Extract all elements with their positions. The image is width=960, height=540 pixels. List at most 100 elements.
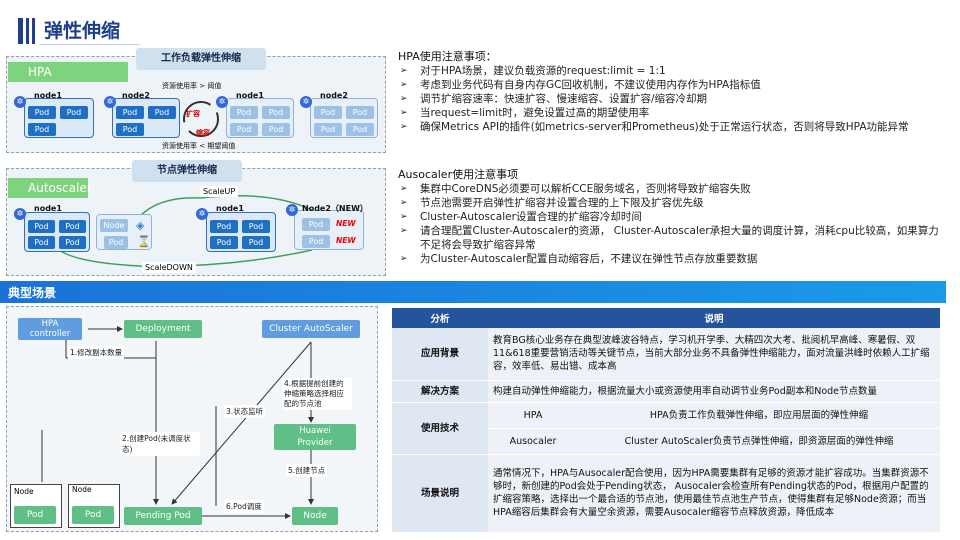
shrink-label: 缩容 (196, 129, 210, 137)
huawei-provider-box: Huawei Provider (274, 424, 356, 450)
node-label: Node (72, 485, 92, 494)
hpa-notes: HPA使用注意事项： 对于HPA场景，建议负载资源的request:limit … (398, 50, 948, 134)
tech-name: HPA (488, 402, 578, 429)
hpa-diagram-label: 工作负载弹性伸缩 (136, 48, 266, 70)
scaling-cycle-icon (183, 101, 219, 137)
below-threshold-label: 资源使用率 < 期望阈值 (162, 142, 236, 150)
pod: Pod (59, 236, 86, 249)
hpa-note-item: 当request=limit时，避免设置过高的期望使用率 (398, 106, 948, 120)
new-badge: NEW (336, 236, 356, 245)
autoscaler-note-item: 集群中CoreDNS必须要可以解析CCE服务域名，否则将导致扩缩容失败 (398, 182, 948, 196)
tech-desc: HPA负责工作负载弹性伸缩，即应用层面的弹性伸缩 (578, 402, 940, 429)
pod: Pod (210, 220, 238, 233)
hpa-controller-box: HPA controller (18, 318, 82, 340)
pod: Pod (242, 220, 270, 233)
hpa-note-item: 调节扩缩容速率：快速扩容、慢速缩容、设置扩容/缩容冷却期 (398, 92, 948, 106)
expand-label: 扩容 (186, 110, 200, 118)
node-label: node1 (34, 204, 62, 213)
step-label: 3.状态监听 (224, 405, 266, 418)
page-title: 弹性伸缩 (44, 20, 121, 42)
pending-pod-box: Pending Pod (124, 507, 202, 525)
cluster-autoscaler-box: Cluster AutoScaler (262, 320, 360, 338)
pod: Pod (28, 236, 55, 249)
pod: Pod (148, 106, 176, 119)
pod: Pod (230, 123, 258, 136)
pod: Pod (60, 106, 88, 119)
pod: Pod (28, 123, 56, 136)
title-bar-accent (32, 18, 35, 44)
hpa-tag: HPA (8, 62, 128, 82)
pod: Pod (346, 123, 374, 136)
title-bar-accent (18, 18, 23, 44)
pod: Pod (59, 220, 86, 233)
pod: Pod (116, 106, 144, 119)
above-threshold-label: 资源使用率 > 阈值 (162, 82, 222, 90)
pod: Pod (262, 106, 290, 119)
step-label: 2.创建Pod(未调度状态) (120, 432, 200, 456)
node-label: node2 (122, 91, 150, 100)
autoscaler-notes-title: Ausocaler使用注意事项 (398, 168, 519, 181)
autoscaler-note-item: 请合理配置Cluster-Autoscaler的资源， Cluster-Auto… (398, 224, 948, 252)
hpa-notes-title: HPA使用注意事项： (398, 50, 497, 63)
pod-box: Pod (72, 506, 114, 524)
step-label: 5.创建节点 (286, 464, 328, 477)
autoscaler-diagram-label: 节点弹性伸缩 (132, 160, 242, 182)
hpa-note-item: 考虑到业务代码有自身内存GC回收机制，不建议使用内存作为HPA指标值 (398, 78, 948, 92)
step-label: 4.根据提前创建的伸缩策略选择相应配的节点池 (282, 378, 352, 410)
pod: Pod (302, 218, 330, 231)
node-box: Node (292, 507, 338, 525)
autoscaler-tag: Autoscaler (8, 178, 92, 198)
title-underline (40, 44, 140, 45)
row-label: 使用技术 (392, 402, 488, 455)
node-label: node2 (320, 91, 348, 100)
pod: Pod (302, 235, 330, 248)
pod-box: Pod (14, 506, 56, 524)
node-label: Node2（NEW） (302, 204, 368, 213)
pod: Pod (210, 236, 238, 249)
analysis-table: 分析 说明 应用背景 教育BG核心业务存在典型波峰波谷特点，学习机开学季、大精四… (392, 308, 940, 533)
kubernetes-icon: ✲ (300, 96, 312, 108)
pod: Pod (104, 236, 128, 249)
pod: Pod (314, 106, 342, 119)
new-badge: NEW (336, 219, 356, 228)
kubernetes-icon: ✲ (14, 208, 26, 220)
tech-desc: Cluster AutoScaler负责节点弹性伸缩，即资源层面的弹性伸缩 (578, 428, 940, 455)
autoscaler-note-item: 节点池需要开启弹性扩缩容并设置合理的上下限及扩容优先级 (398, 196, 948, 210)
pod-icon: ◈ (136, 219, 145, 232)
autoscaler-notes: Ausocaler使用注意事项 集群中CoreDNS必须要可以解析CCE服务域名… (398, 168, 948, 266)
kubernetes-icon: ✲ (104, 96, 116, 108)
node-placeholder: Node (100, 219, 128, 232)
step-label: 6.Pod调度 (224, 500, 264, 513)
pod: Pod (314, 123, 342, 136)
kubernetes-icon: ✲ (286, 204, 298, 216)
row-content: 构建自动弹性伸缩能力，根据流量大小或资源使用率自动调节业务Pod副本和Node节… (488, 380, 940, 403)
column-header: 说明 (488, 308, 940, 328)
row-label: 应用背景 (392, 328, 488, 381)
autoscaler-note-item: Cluster-Autoscaler设置合理的扩缩容冷却时间 (398, 210, 948, 224)
pod: Pod (28, 220, 55, 233)
row-content: 通常情况下，HPA与Ausocaler配合使用，因为HPA需要集群有足够的资源才… (488, 454, 940, 533)
row-label: 场景说明 (392, 454, 488, 533)
pod: Pod (242, 236, 270, 249)
column-header: 分析 (392, 308, 488, 328)
scale-up-label: ScaleUP (200, 186, 239, 197)
deployment-box: Deployment (124, 320, 202, 338)
node-label: node1 (34, 91, 62, 100)
node-label: node1 (236, 91, 264, 100)
step-label: 1.修改副本数量 (68, 346, 125, 359)
hpa-note-item: 确保Metrics API的插件(如metrics-server和Prometh… (398, 120, 948, 134)
pod: Pod (346, 106, 374, 119)
node-label: Node (14, 487, 34, 496)
pod: Pod (28, 106, 56, 119)
title-bar-accent (26, 18, 29, 44)
pod: Pod (116, 123, 144, 136)
pod: Pod (262, 123, 290, 136)
autoscaler-note-item: 为Cluster-Autoscaler配置自动缩容后，不建议在弹性节点存放重要数… (398, 252, 948, 266)
section-bar (0, 281, 946, 303)
row-content: 教育BG核心业务存在典型波峰波谷特点，学习机开学季、大精四次大考、批阅机早高峰、… (488, 328, 940, 381)
kubernetes-icon: ✲ (196, 208, 208, 220)
pod: Pod (230, 106, 258, 119)
scale-down-label: ScaleDOWN (142, 262, 196, 273)
node-label: node1 (216, 204, 244, 213)
section-title: 典型场景 (8, 286, 57, 300)
